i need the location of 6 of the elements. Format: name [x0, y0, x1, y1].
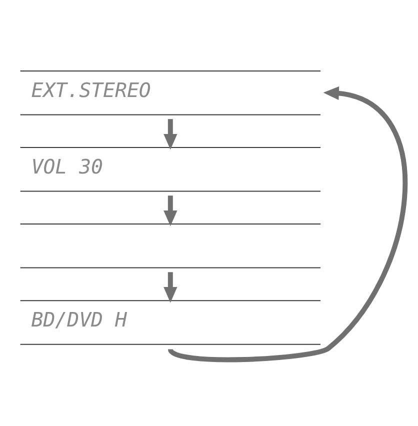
node-text: EXT.STEREO — [31, 78, 151, 102]
arrow — [164, 118, 178, 150]
node-text: VOL 30 — [31, 154, 104, 178]
node-text: BD/DVD H — [31, 308, 127, 331]
arrow — [164, 195, 178, 226]
arrow — [164, 272, 178, 302]
